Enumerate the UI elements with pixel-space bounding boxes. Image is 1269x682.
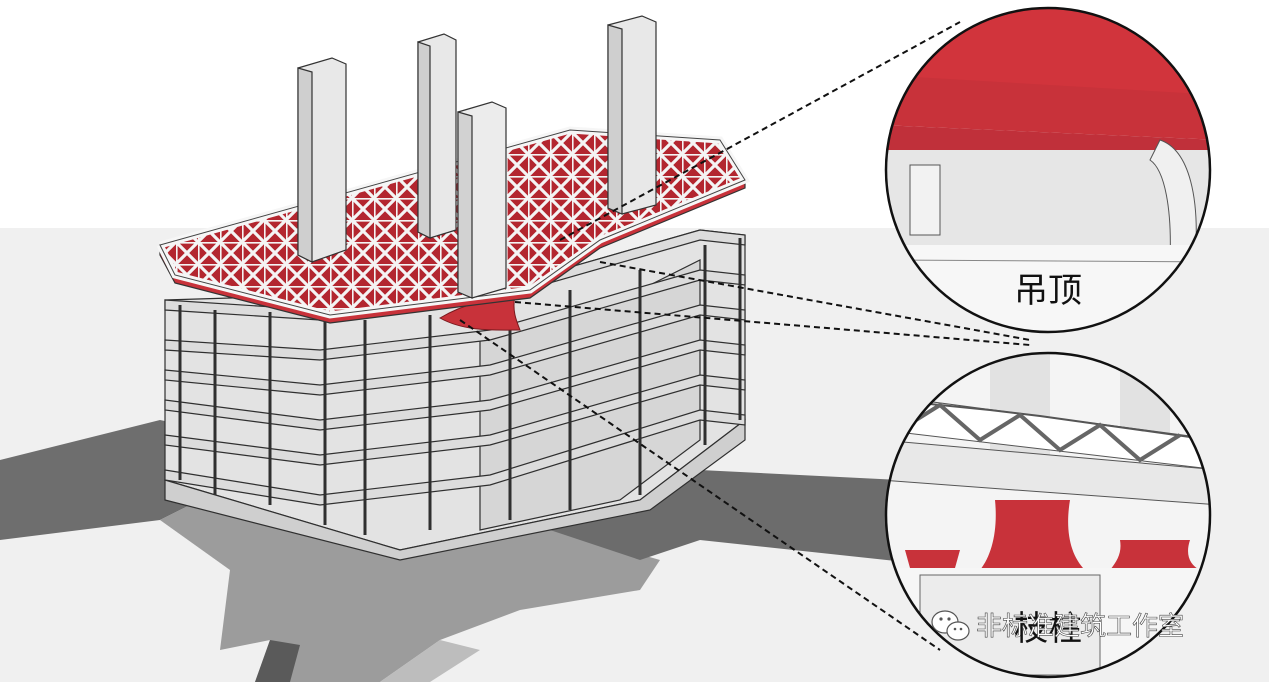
ceiling-label: 吊顶	[1014, 271, 1082, 311]
watermark-text: 非标准建筑工作室	[976, 612, 1184, 642]
